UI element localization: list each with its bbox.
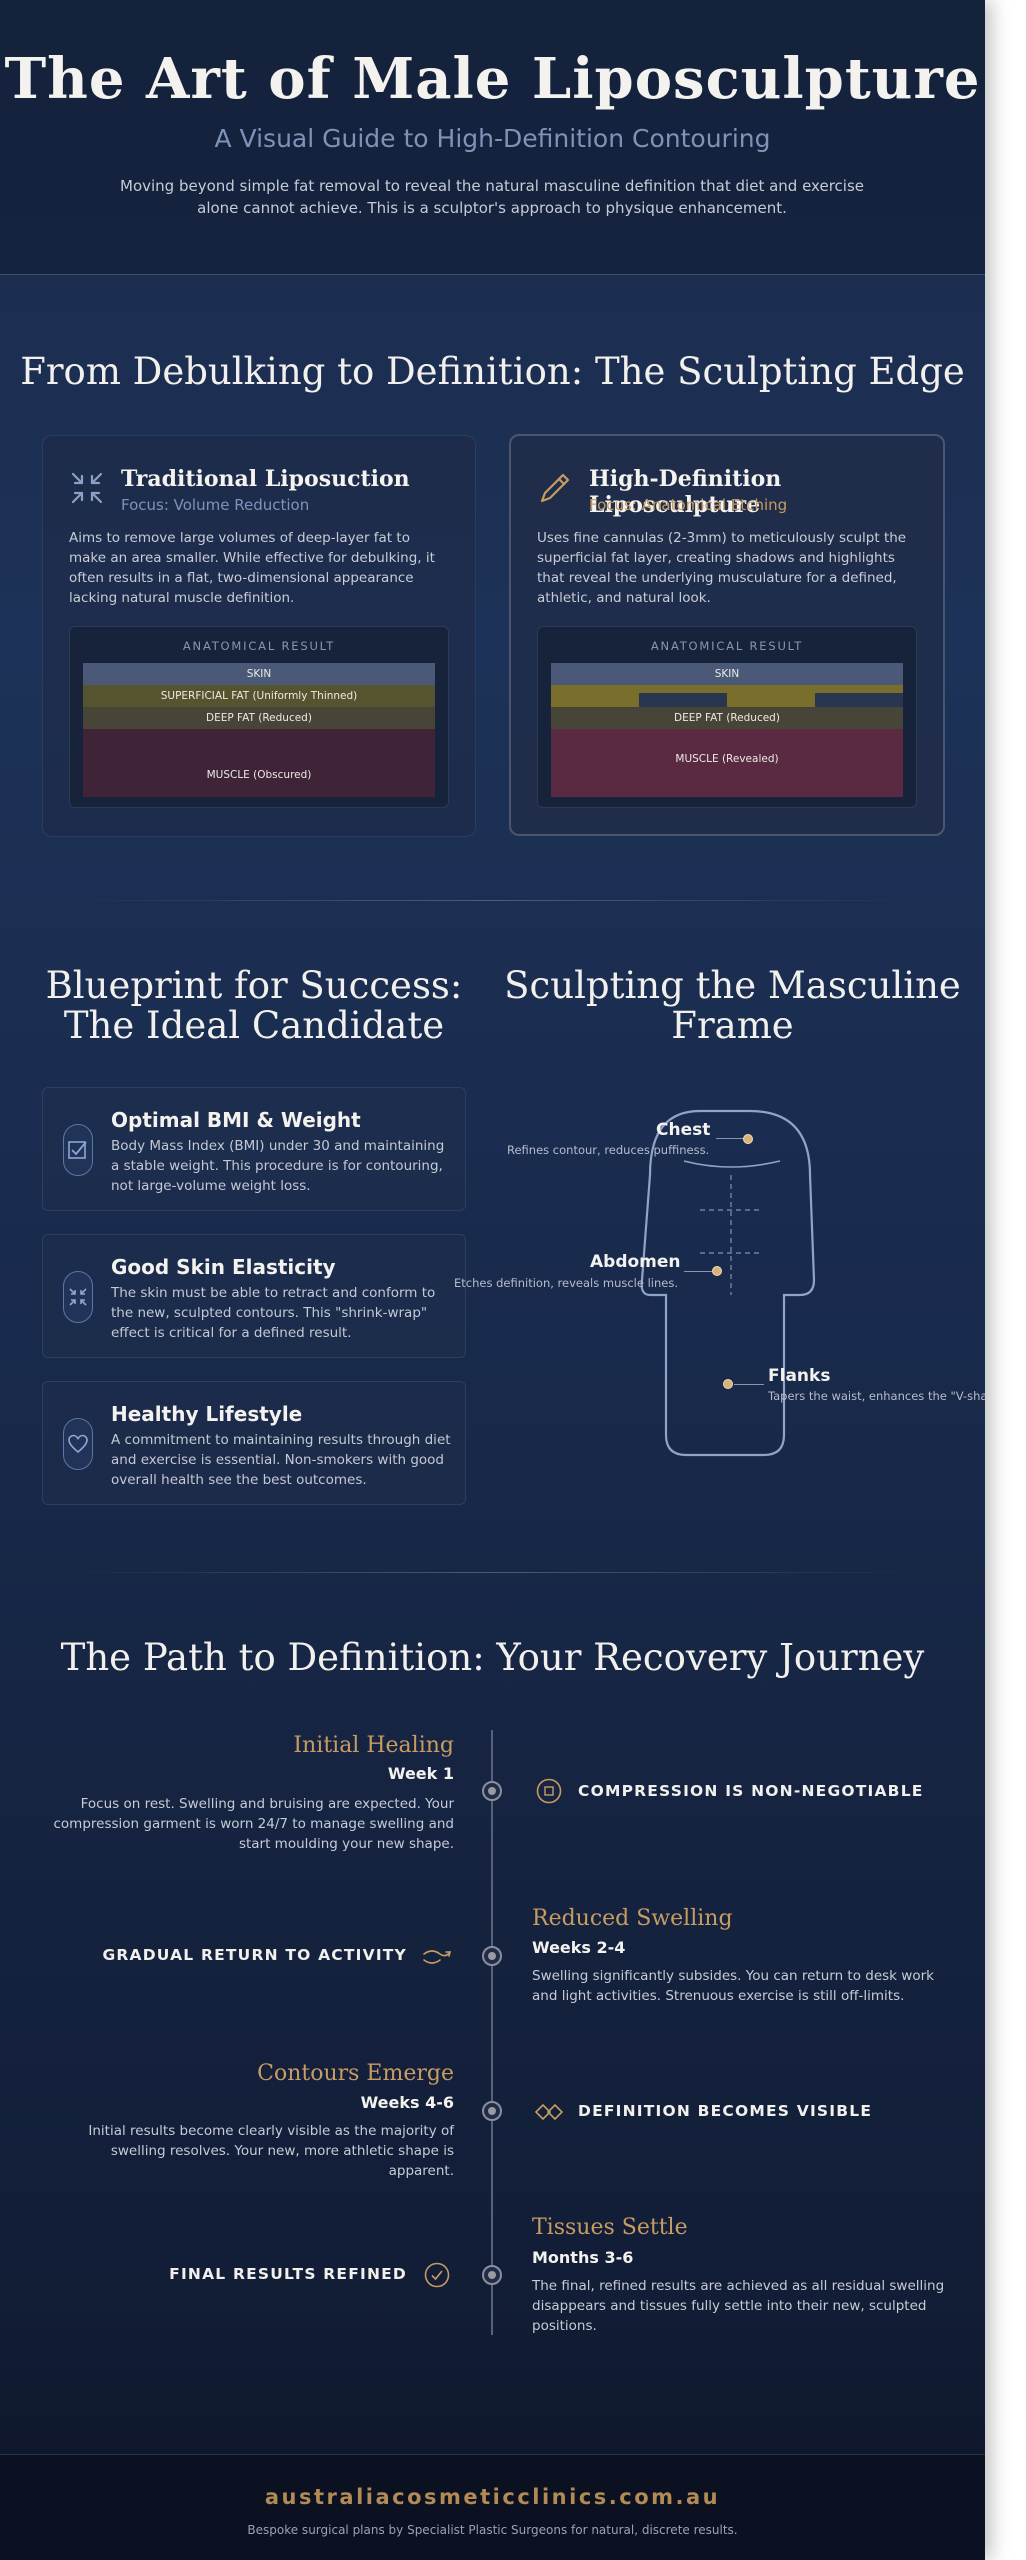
comparison-title: From Debulking to Definition: The Sculpt…: [20, 350, 965, 393]
flanks-description: Tapers the waist, enhances the "V-shape": [768, 1389, 985, 1403]
card-focus: Focus: Volume Reduction: [121, 496, 310, 514]
phase-title: Initial Healing: [293, 1733, 454, 1758]
chest-description: Refines contour, reduces puffiness.: [507, 1143, 710, 1157]
phase-title: Reduced Swelling: [532, 1906, 733, 1931]
milestone-label: COMPRESSION IS NON-NEGOTIABLE: [578, 1782, 924, 1800]
candidate-title: Optimal BMI & Weight: [111, 1108, 361, 1132]
phase-description: Swelling significantly subsides. You can…: [532, 1968, 934, 2004]
phase-title: Contours Emerge: [257, 2061, 454, 2086]
frame-title: Sculpting the Masculine Frame: [504, 964, 961, 1047]
timeline-line: [491, 1730, 493, 2335]
phase-description: Focus on rest. Swelling and bruising are…: [53, 1796, 455, 1852]
candidate-card-lifestyle: Healthy Lifestyle A commitment to mainta…: [42, 1381, 466, 1505]
anatomical-result-label: ANATOMICAL RESULT: [182, 639, 336, 653]
candidate-title: Good Skin Elasticity: [111, 1255, 336, 1279]
page-subtitle: A Visual Guide to High-Definition Contou…: [214, 124, 771, 153]
layer-superficial-fat: SUPERFICIAL FAT (Uniformly Thinned): [83, 685, 435, 707]
heart-icon: [63, 1418, 93, 1470]
candidate-card-bmi: Optimal BMI & Weight Body Mass Index (BM…: [42, 1087, 466, 1211]
layer-skin: SKIN: [551, 663, 903, 685]
abdomen-leader-line: [684, 1271, 714, 1272]
shrink-icon: [63, 1271, 93, 1323]
return-arrows-icon: [423, 1950, 452, 1964]
check-circle-icon: [424, 2262, 450, 2288]
card-title: High-Definition Liposculpture: [589, 466, 782, 518]
phase-description: The final, refined results are achieved …: [532, 2278, 945, 2334]
phase-week: Weeks 2-4: [532, 1938, 626, 1957]
pen-icon: [540, 473, 570, 503]
fat-shadow: [639, 685, 727, 693]
anatomical-result-diagram: ANATOMICAL RESULT SKIN DEEP FAT (Reduced…: [537, 626, 917, 808]
phase-description: Initial results become clearly visible a…: [88, 2123, 454, 2179]
flanks-label: Flanks: [768, 1366, 831, 1386]
divider: [60, 1572, 925, 1573]
card-description: Aims to remove large volumes of deep-lay…: [69, 530, 435, 606]
chest-marker: [743, 1134, 753, 1144]
anatomical-result-label: ANATOMICAL RESULT: [650, 639, 804, 653]
candidate-text: Body Mass Index (BMI) under 30 and maint…: [111, 1138, 445, 1194]
chest-label: Chest: [656, 1120, 711, 1140]
candidates-title: Blueprint for Success: The Ideal Candida…: [45, 964, 463, 1047]
compress-arrows-icon: [71, 472, 103, 504]
candidate-text: A commitment to maintaining results thro…: [111, 1432, 451, 1488]
candidate-title: Healthy Lifestyle: [111, 1402, 303, 1426]
timeline-node: [482, 2101, 502, 2121]
layer-muscle: MUSCLE (Obscured): [83, 729, 435, 797]
footer: australiacosmeticclinics.com.au Bespoke …: [0, 2454, 985, 2560]
timeline-node: [482, 1946, 502, 1966]
divider: [60, 900, 925, 901]
timeline-node: [482, 2265, 502, 2285]
milestone-label: DEFINITION BECOMES VISIBLE: [578, 2102, 873, 2120]
diamonds-icon: [534, 2103, 564, 2121]
card-focus: Focus: Anatomical Etching: [589, 496, 788, 514]
milestone-label: FINAL RESULTS REFINED: [169, 2265, 407, 2283]
phase-title: Tissues Settle: [532, 2215, 688, 2240]
candidate-card-skin: Good Skin Elasticity The skin must be ab…: [42, 1234, 466, 1358]
torso-outline: [640, 1109, 816, 1457]
flanks-marker: [723, 1379, 733, 1389]
card-title: Traditional Liposuction: [121, 466, 410, 492]
chest-leader-line: [716, 1138, 746, 1139]
fat-highlight: [551, 685, 639, 707]
phase-week: Week 1: [387, 1764, 454, 1783]
timeline-node: [482, 1781, 502, 1801]
square-circle-icon: [536, 1778, 562, 1804]
fat-highlight: [727, 685, 815, 707]
layer-muscle: MUSCLE (Revealed): [551, 729, 903, 797]
hd-liposculpture-card: High-Definition Liposculpture Focus: Ana…: [509, 434, 945, 836]
flanks-leader-line: [734, 1384, 764, 1385]
fat-shadow: [815, 685, 903, 693]
page-title: The Art of Male Liposculpture: [4, 46, 981, 112]
layer-skin: SKIN: [83, 663, 435, 685]
abdomen-label: Abdomen: [590, 1252, 681, 1272]
layer-etched-fat: [551, 685, 903, 707]
abdomen-marker: [712, 1266, 722, 1276]
card-description: Uses fine cannulas (2-3mm) to meticulous…: [537, 530, 907, 606]
layer-deep-fat: DEEP FAT (Reduced): [551, 707, 903, 729]
checkbox-icon: [63, 1124, 93, 1176]
layer-deep-fat: DEEP FAT (Reduced): [83, 707, 435, 729]
infographic-page: The Art of Male Liposculpture A Visual G…: [0, 0, 985, 2560]
abdomen-description: Etches definition, reveals muscle lines.: [454, 1276, 679, 1290]
footer-note: Bespoke surgical plans by Specialist Pla…: [247, 2523, 738, 2537]
footer-website[interactable]: australiacosmeticclinics.com.au: [264, 2485, 721, 2509]
phase-week: Weeks 4-6: [360, 2093, 454, 2112]
milestone-label: GRADUAL RETURN TO ACTIVITY: [102, 1946, 407, 1964]
candidate-text: The skin must be able to retract and con…: [111, 1285, 436, 1341]
traditional-lipo-card: Traditional Liposuction Focus: Volume Re…: [42, 435, 476, 837]
flanks-description-clip: Tapers the waist, enhances the "V-shape": [768, 1389, 985, 1405]
recovery-title: The Path to Definition: Your Recovery Jo…: [60, 1636, 925, 1679]
anatomical-result-diagram: ANATOMICAL RESULT SKIN SUPERFICIAL FAT (…: [69, 626, 449, 808]
phase-week: Months 3-6: [532, 2248, 634, 2267]
header: The Art of Male Liposculpture A Visual G…: [0, 0, 985, 275]
intro-text: Moving beyond simple fat removal to reve…: [120, 177, 864, 217]
